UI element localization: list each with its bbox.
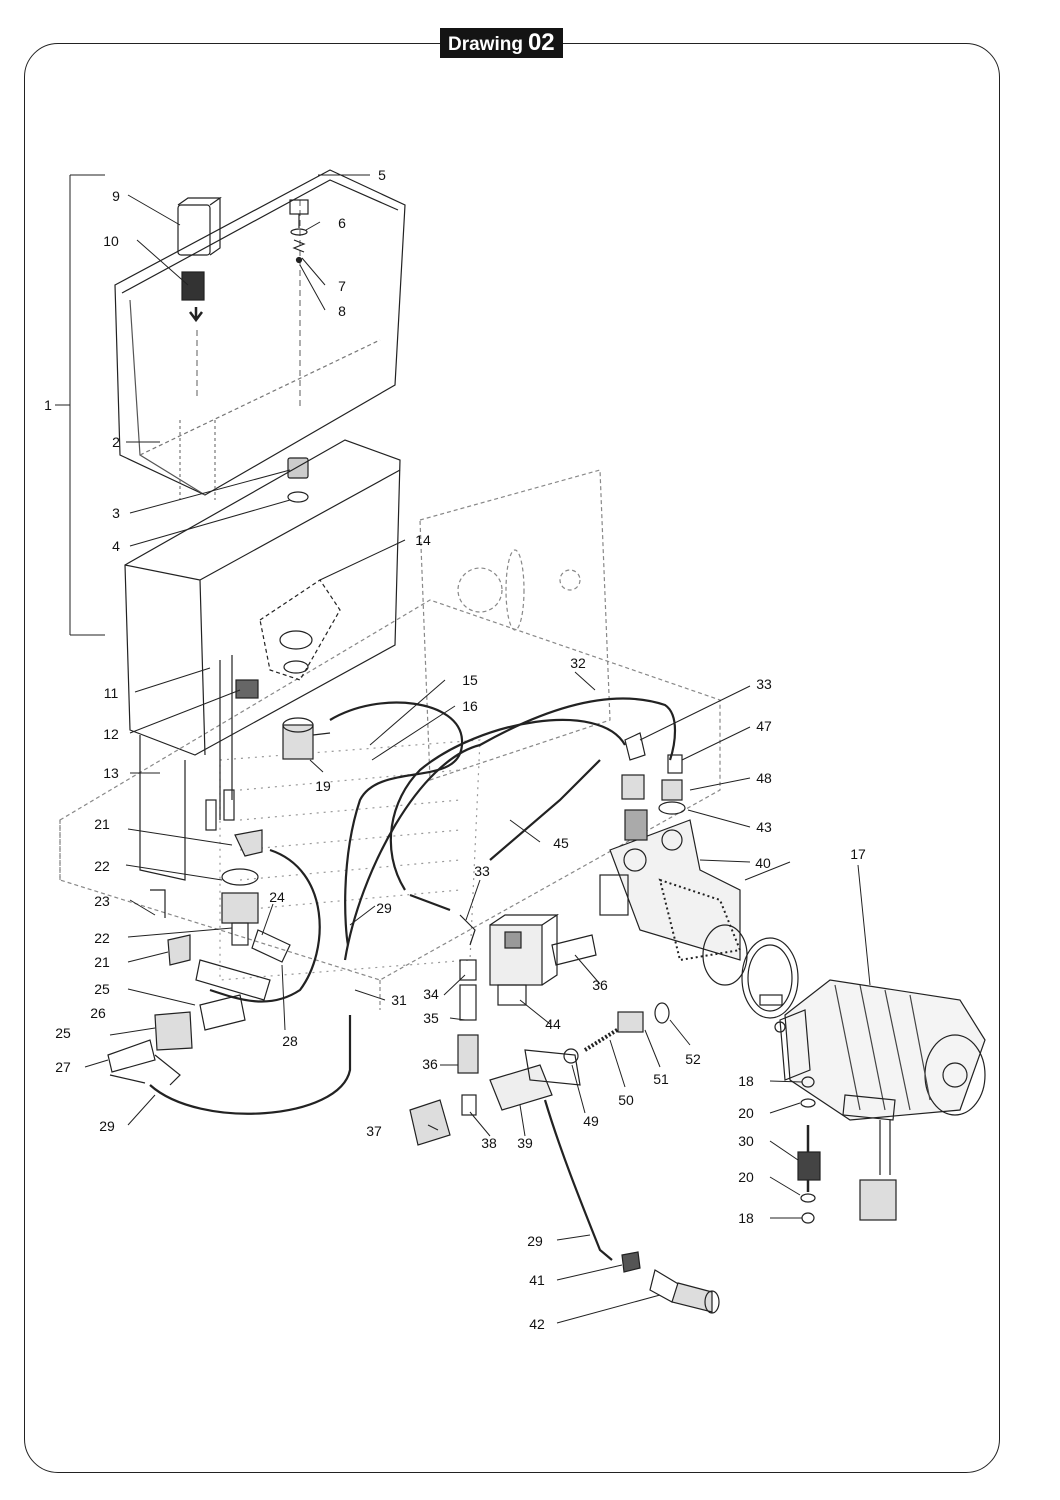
- left-fittings: [107, 829, 291, 1086]
- callout-33-lower: 33: [474, 863, 490, 879]
- callout-5: 5: [378, 167, 386, 183]
- callouts: 1 2 3 4 5 6 7 8 9 10 11 12 13 14 15 16 1…: [44, 167, 866, 1332]
- central-valve-group: [409, 913, 597, 1146]
- pump-clamp: [741, 937, 799, 1019]
- callout-45: 45: [553, 835, 569, 851]
- callout-8: 8: [338, 303, 346, 319]
- callout-31: 31: [391, 992, 407, 1008]
- callout-27: 27: [55, 1059, 71, 1075]
- callout-16: 16: [462, 698, 478, 714]
- adjust-knob: [621, 1251, 720, 1314]
- callout-48: 48: [756, 770, 772, 786]
- callout-2: 2: [112, 434, 120, 450]
- callout-4: 4: [112, 538, 120, 554]
- callout-21-upper: 21: [94, 816, 110, 832]
- callout-37: 37: [366, 1123, 382, 1139]
- callout-19: 19: [315, 778, 331, 794]
- dosing-valve: [489, 1002, 670, 1111]
- callout-22-upper: 22: [94, 858, 110, 874]
- level-sensor: [205, 655, 259, 831]
- callout-14: 14: [415, 532, 431, 548]
- callout-38: 38: [481, 1135, 497, 1151]
- callout-29-center: 29: [376, 900, 392, 916]
- callout-50: 50: [618, 1092, 634, 1108]
- callout-42: 42: [529, 1316, 545, 1332]
- callout-49: 49: [583, 1113, 599, 1129]
- callout-30: 30: [738, 1133, 754, 1149]
- drawing-title: Drawing 02: [440, 28, 563, 58]
- chassis-outline: [59, 469, 721, 1010]
- callout-25-upper: 25: [94, 981, 110, 997]
- pump-motor: [774, 979, 986, 1221]
- callout-47: 47: [756, 718, 772, 734]
- callout-21-lower: 21: [94, 954, 110, 970]
- drip-grid: [219, 739, 481, 981]
- callout-40: 40: [755, 855, 771, 871]
- callout-26: 26: [90, 1005, 106, 1021]
- water-tank: [114, 169, 406, 500]
- drawing-title-number: 02: [527, 29, 555, 56]
- hoses: [149, 697, 677, 1261]
- callout-51: 51: [653, 1071, 669, 1087]
- callout-18-upper: 18: [738, 1073, 754, 1089]
- callout-9: 9: [112, 188, 120, 204]
- callout-11: 11: [104, 685, 119, 701]
- callout-43: 43: [756, 819, 772, 835]
- callout-6: 6: [338, 215, 346, 231]
- callout-25-lower: 25: [55, 1025, 71, 1041]
- callout-29-left: 29: [99, 1118, 115, 1134]
- callout-39: 39: [517, 1135, 533, 1151]
- tank-support: [124, 439, 401, 881]
- callout-36-left: 36: [422, 1056, 438, 1072]
- callout-18-lower: 18: [738, 1210, 754, 1226]
- callout-13: 13: [103, 765, 119, 781]
- callout-32: 32: [570, 655, 586, 671]
- callout-7: 7: [338, 278, 346, 294]
- callout-23: 23: [94, 893, 110, 909]
- callout-41: 41: [529, 1272, 545, 1288]
- callout-10: 10: [103, 233, 119, 249]
- callout-1: 1: [44, 397, 52, 413]
- callout-22-lower: 22: [94, 930, 110, 946]
- drawing-title-word: Drawing: [448, 34, 523, 55]
- callout-12: 12: [103, 726, 119, 742]
- callout-29-lower: 29: [527, 1233, 543, 1249]
- callout-20-lower: 20: [738, 1169, 754, 1185]
- callout-35: 35: [423, 1010, 439, 1026]
- callout-15: 15: [462, 672, 478, 688]
- motor-mounts: [797, 1076, 821, 1224]
- callout-52: 52: [685, 1051, 701, 1067]
- level-float: [177, 196, 222, 323]
- pump-head: [599, 732, 748, 986]
- callout-28: 28: [282, 1033, 298, 1049]
- callout-20-upper: 20: [738, 1105, 754, 1121]
- tank-valve: [287, 199, 309, 503]
- fitting-19: [282, 717, 331, 760]
- callout-34: 34: [423, 986, 439, 1002]
- callout-36-right: 36: [592, 977, 608, 993]
- callout-24: 24: [269, 889, 285, 905]
- callout-44: 44: [545, 1016, 561, 1032]
- callout-17: 17: [850, 846, 866, 862]
- callout-3: 3: [112, 505, 120, 521]
- callout-33-upper: 33: [756, 676, 772, 692]
